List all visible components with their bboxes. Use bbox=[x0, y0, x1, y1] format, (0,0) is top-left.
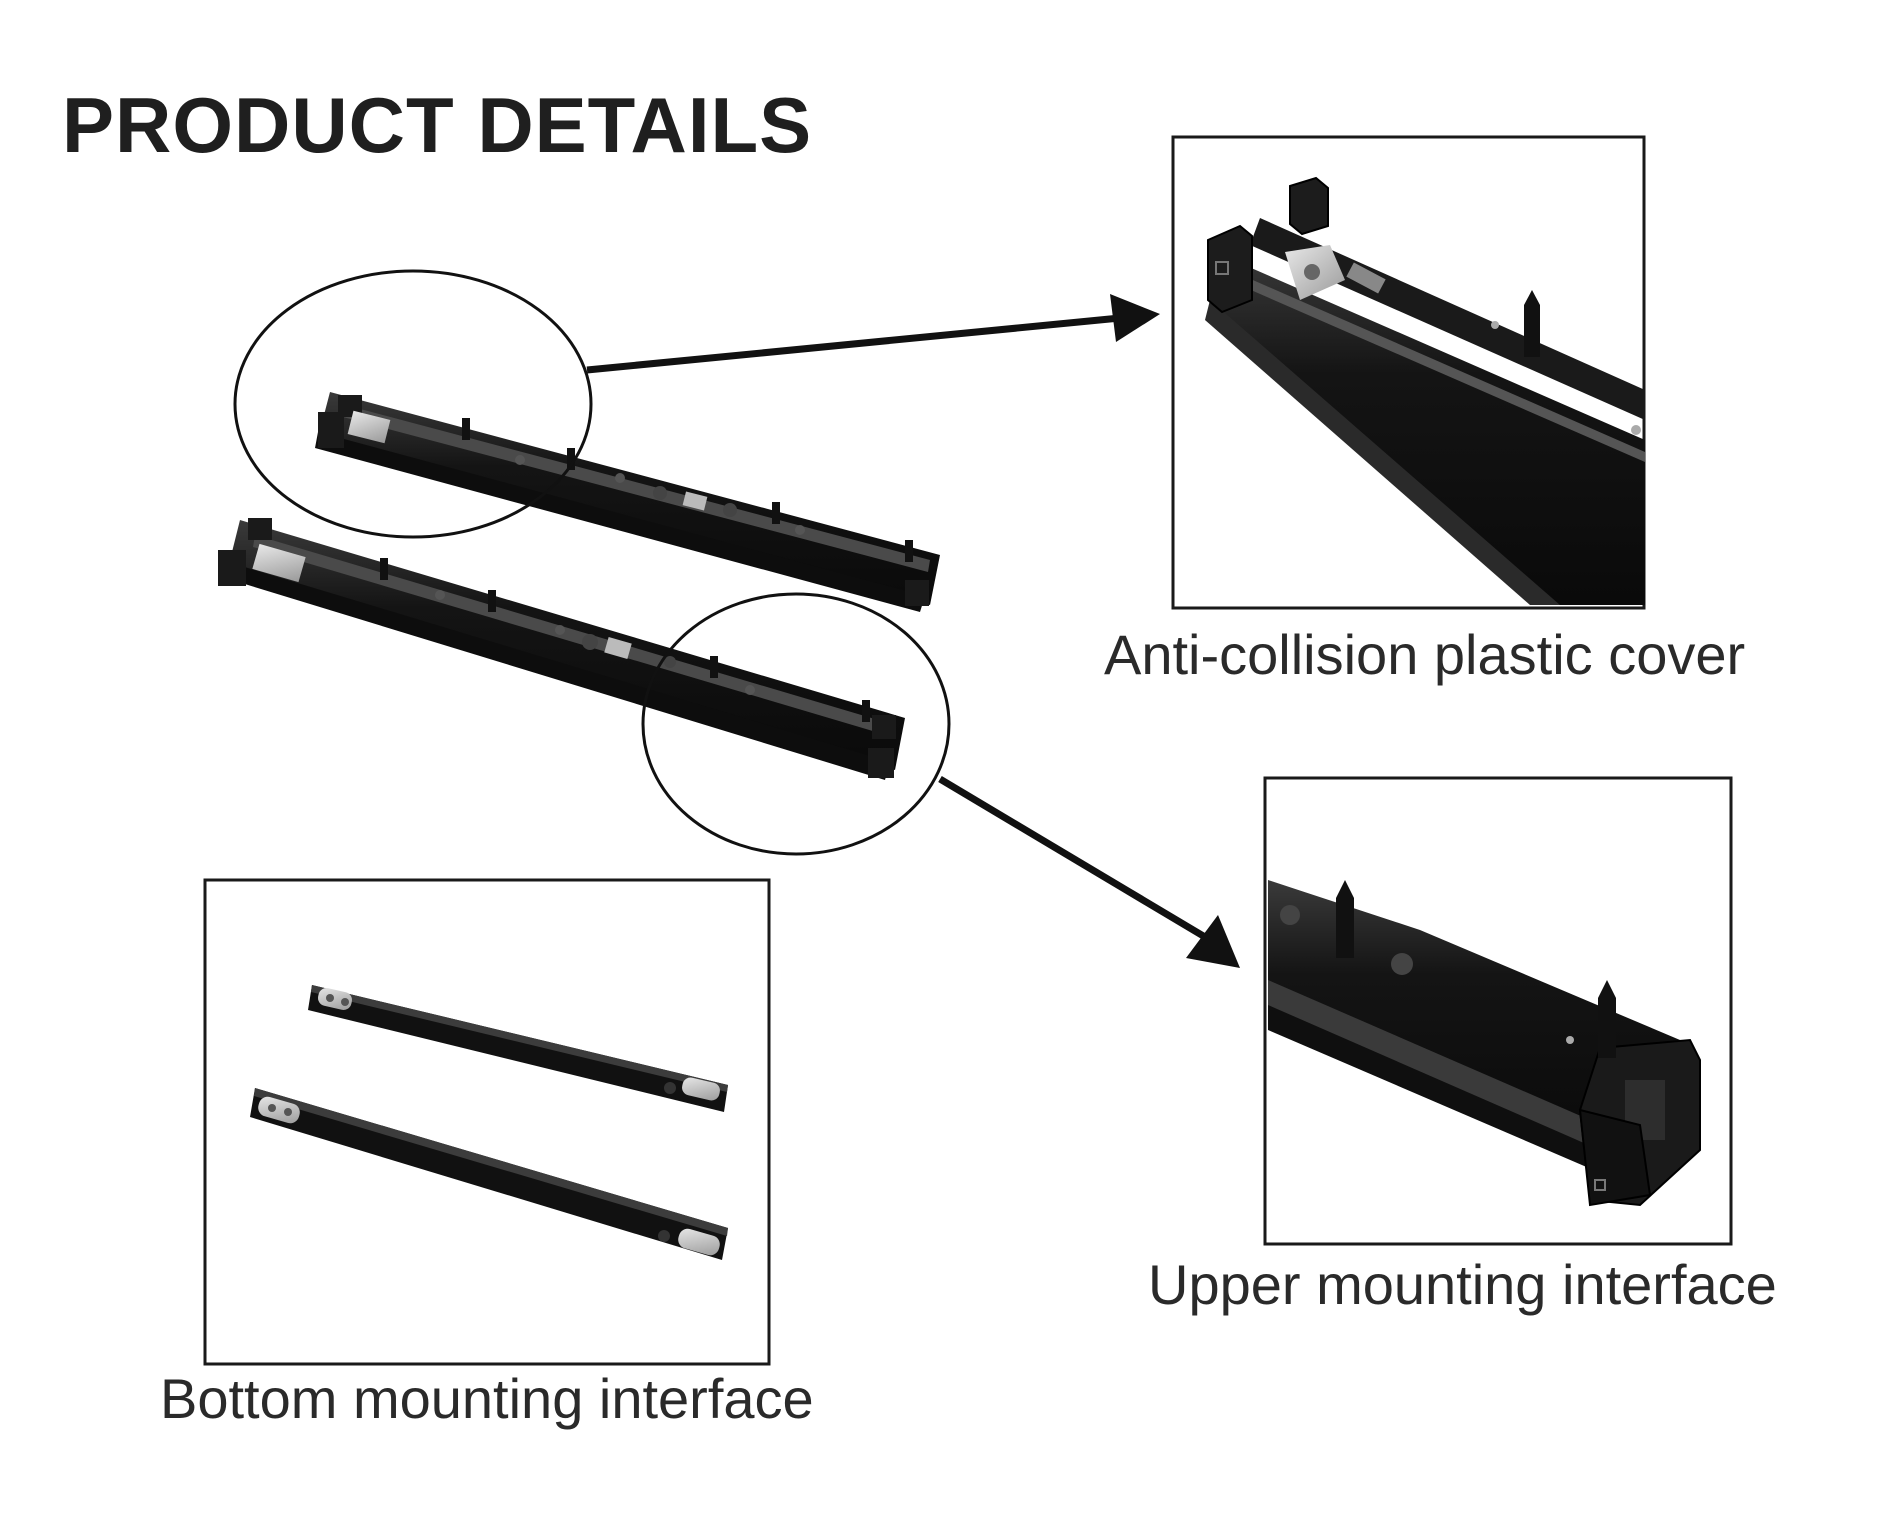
main-rails-photo bbox=[218, 269, 951, 856]
highlight-ellipse-cover bbox=[233, 269, 593, 539]
rail-upper bbox=[315, 392, 940, 612]
caption-bottom-mounting: Bottom mounting interface bbox=[160, 1367, 814, 1430]
arrow-down-right-icon bbox=[938, 775, 1240, 968]
highlight-ellipse-upper bbox=[641, 592, 951, 856]
caption-anti-collision: Anti-collision plastic cover bbox=[1104, 623, 1746, 686]
detail-panel-upper bbox=[1263, 776, 1733, 1246]
detail-panel-cover bbox=[1171, 135, 1646, 610]
caption-upper-mounting: Upper mounting interface bbox=[1148, 1253, 1777, 1316]
page-title: PRODUCT DETAILS bbox=[62, 81, 813, 169]
detail-panel-bottom bbox=[203, 878, 771, 1366]
arrow-right-icon bbox=[586, 294, 1160, 374]
rail-lower bbox=[218, 518, 905, 780]
